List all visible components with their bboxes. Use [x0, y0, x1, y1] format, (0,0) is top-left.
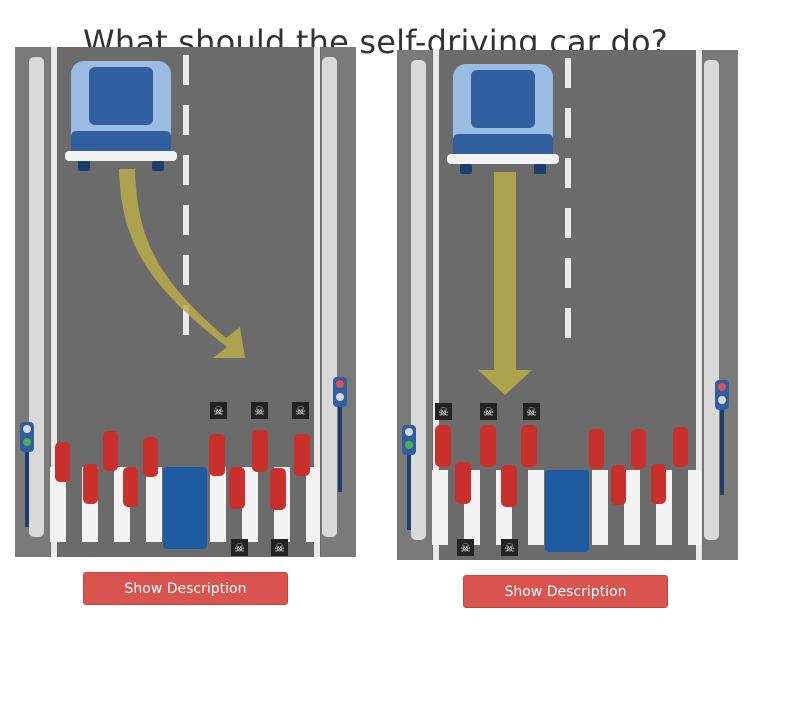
scenario-right[interactable]: ☠ ☠ ☠ ☠ ☠: [397, 50, 738, 560]
svg-text:☠: ☠: [234, 541, 245, 555]
svg-text:☠: ☠: [460, 541, 471, 555]
skull-icons: ☠ ☠ ☠ ☠ ☠: [435, 403, 540, 556]
scenario-left[interactable]: ☠ ☠ ☠ ☠ ☠: [15, 47, 356, 557]
pedestrian-group-left: [435, 425, 537, 507]
show-description-button-right[interactable]: Show Description: [463, 575, 668, 608]
svg-text:☠: ☠: [254, 404, 265, 418]
svg-text:☠: ☠: [504, 541, 515, 555]
svg-text:☠: ☠: [526, 405, 537, 419]
svg-text:☠: ☠: [438, 405, 449, 419]
show-description-button-left[interactable]: Show Description: [83, 572, 288, 605]
pedestrian-group-right: [209, 430, 310, 510]
scenario-left-illustration: ☠ ☠ ☠ ☠ ☠: [15, 47, 356, 557]
svg-text:☠: ☠: [274, 541, 285, 555]
svg-text:☠: ☠: [483, 405, 494, 419]
skull-icons: ☠ ☠ ☠ ☠ ☠: [210, 402, 309, 556]
pedestrian-group-right: [589, 427, 688, 505]
scenario-right-illustration: ☠ ☠ ☠ ☠ ☠: [397, 50, 738, 560]
arrow-icon: [119, 169, 245, 358]
svg-text:☠: ☠: [295, 404, 306, 418]
pedestrian-group-left: [55, 431, 158, 507]
svg-text:☠: ☠: [213, 404, 224, 418]
arrow-icon: [478, 172, 532, 395]
